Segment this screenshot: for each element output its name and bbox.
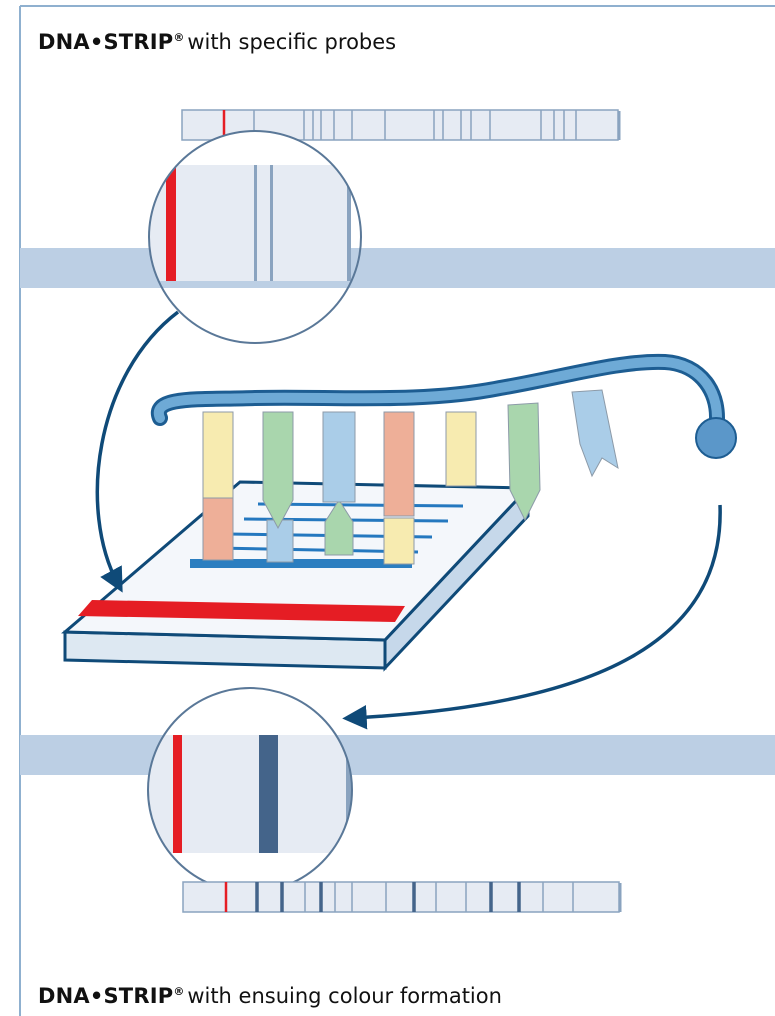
caption-top-brand: DNA•STRIP — [38, 30, 174, 54]
caption-top-registered-mark: ® — [173, 31, 185, 44]
top-strip — [181, 109, 621, 141]
bottom-band — [20, 735, 775, 775]
caption-top-text: with specific probes — [187, 30, 397, 54]
caption-bottom-brand: DNA•STRIP — [38, 984, 174, 1008]
caption-bottom-registered-mark: ® — [173, 985, 185, 998]
top-band — [20, 248, 775, 288]
bound-probes — [202, 497, 415, 565]
caption-top: DNA•STRIP®with specific probes — [38, 30, 396, 54]
bottom-strip — [182, 881, 622, 913]
hanging-strands — [202, 389, 619, 530]
strip-blue-band — [190, 559, 412, 568]
bottom-magnifier — [147, 687, 353, 893]
strip-red-band — [78, 600, 405, 622]
frame-lines — [19, 5, 775, 1016]
hybridization-illustration — [61, 353, 737, 672]
dna-end-ball — [695, 417, 737, 459]
arrow-strand-to-result — [342, 504, 722, 730]
caption-bottom-text: with ensuing colour formation — [187, 984, 502, 1008]
top-magnifier — [148, 130, 362, 344]
caption-bottom: DNA•STRIP®with ensuing colour formation — [38, 984, 502, 1008]
arrow-top-to-strip — [95, 310, 180, 593]
